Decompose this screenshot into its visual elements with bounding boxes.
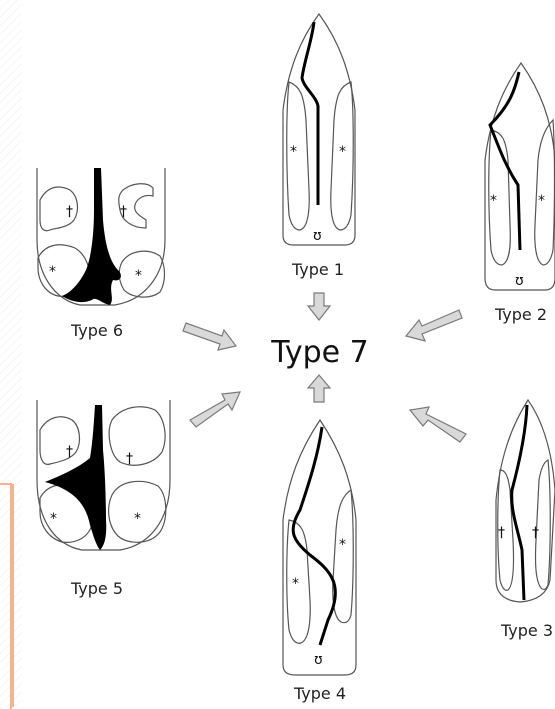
label-type3: Type 3 xyxy=(500,621,553,640)
dagger-mark: † xyxy=(126,451,133,467)
canal-type1 xyxy=(302,22,318,205)
dagger-mark: † xyxy=(66,444,73,460)
canal-type5 xyxy=(45,405,106,550)
label-type2: Type 2 xyxy=(494,305,547,324)
label-type6: Type 6 xyxy=(70,321,123,340)
arrow-type1-to-type7 xyxy=(308,293,330,320)
arrow-type2-to-type7 xyxy=(406,310,462,341)
center-label: Type 7 xyxy=(270,335,369,370)
asterisk-mark: * xyxy=(50,511,57,527)
arrow-type6-to-type7 xyxy=(183,323,236,350)
label-type1: Type 1 xyxy=(291,260,344,279)
asterisk-mark: * xyxy=(339,144,346,160)
arrow-type4-to-type7 xyxy=(308,375,330,402)
canal-type6 xyxy=(62,168,121,305)
asterisk-mark: * xyxy=(292,576,299,592)
label-type4: Type 4 xyxy=(293,684,346,703)
arrow-type3-to-type7 xyxy=(410,407,466,442)
tooth-type2 xyxy=(485,63,555,290)
dagger-mark: † xyxy=(66,204,73,220)
asterisk-mark: * xyxy=(339,537,346,553)
canal-type3 xyxy=(512,405,527,600)
asterisk-mark: * xyxy=(490,193,497,209)
omega-mark: ʊ xyxy=(313,228,322,244)
asterisk-mark: * xyxy=(134,511,141,527)
canal-type2 xyxy=(490,72,520,250)
omega-mark: ʊ xyxy=(515,273,524,289)
asterisk-mark: * xyxy=(49,264,56,280)
arrow-type5-to-type7 xyxy=(190,392,240,427)
canal-type4 xyxy=(293,427,335,645)
asterisk-mark: * xyxy=(135,268,142,284)
omega-mark: ʊ xyxy=(314,652,323,668)
asterisk-mark: * xyxy=(538,193,545,209)
dagger-mark: † xyxy=(498,525,505,541)
dagger-mark: † xyxy=(120,204,127,220)
label-type5: Type 5 xyxy=(70,579,123,598)
asterisk-mark: * xyxy=(290,144,297,160)
dagger-mark: † xyxy=(532,525,539,541)
